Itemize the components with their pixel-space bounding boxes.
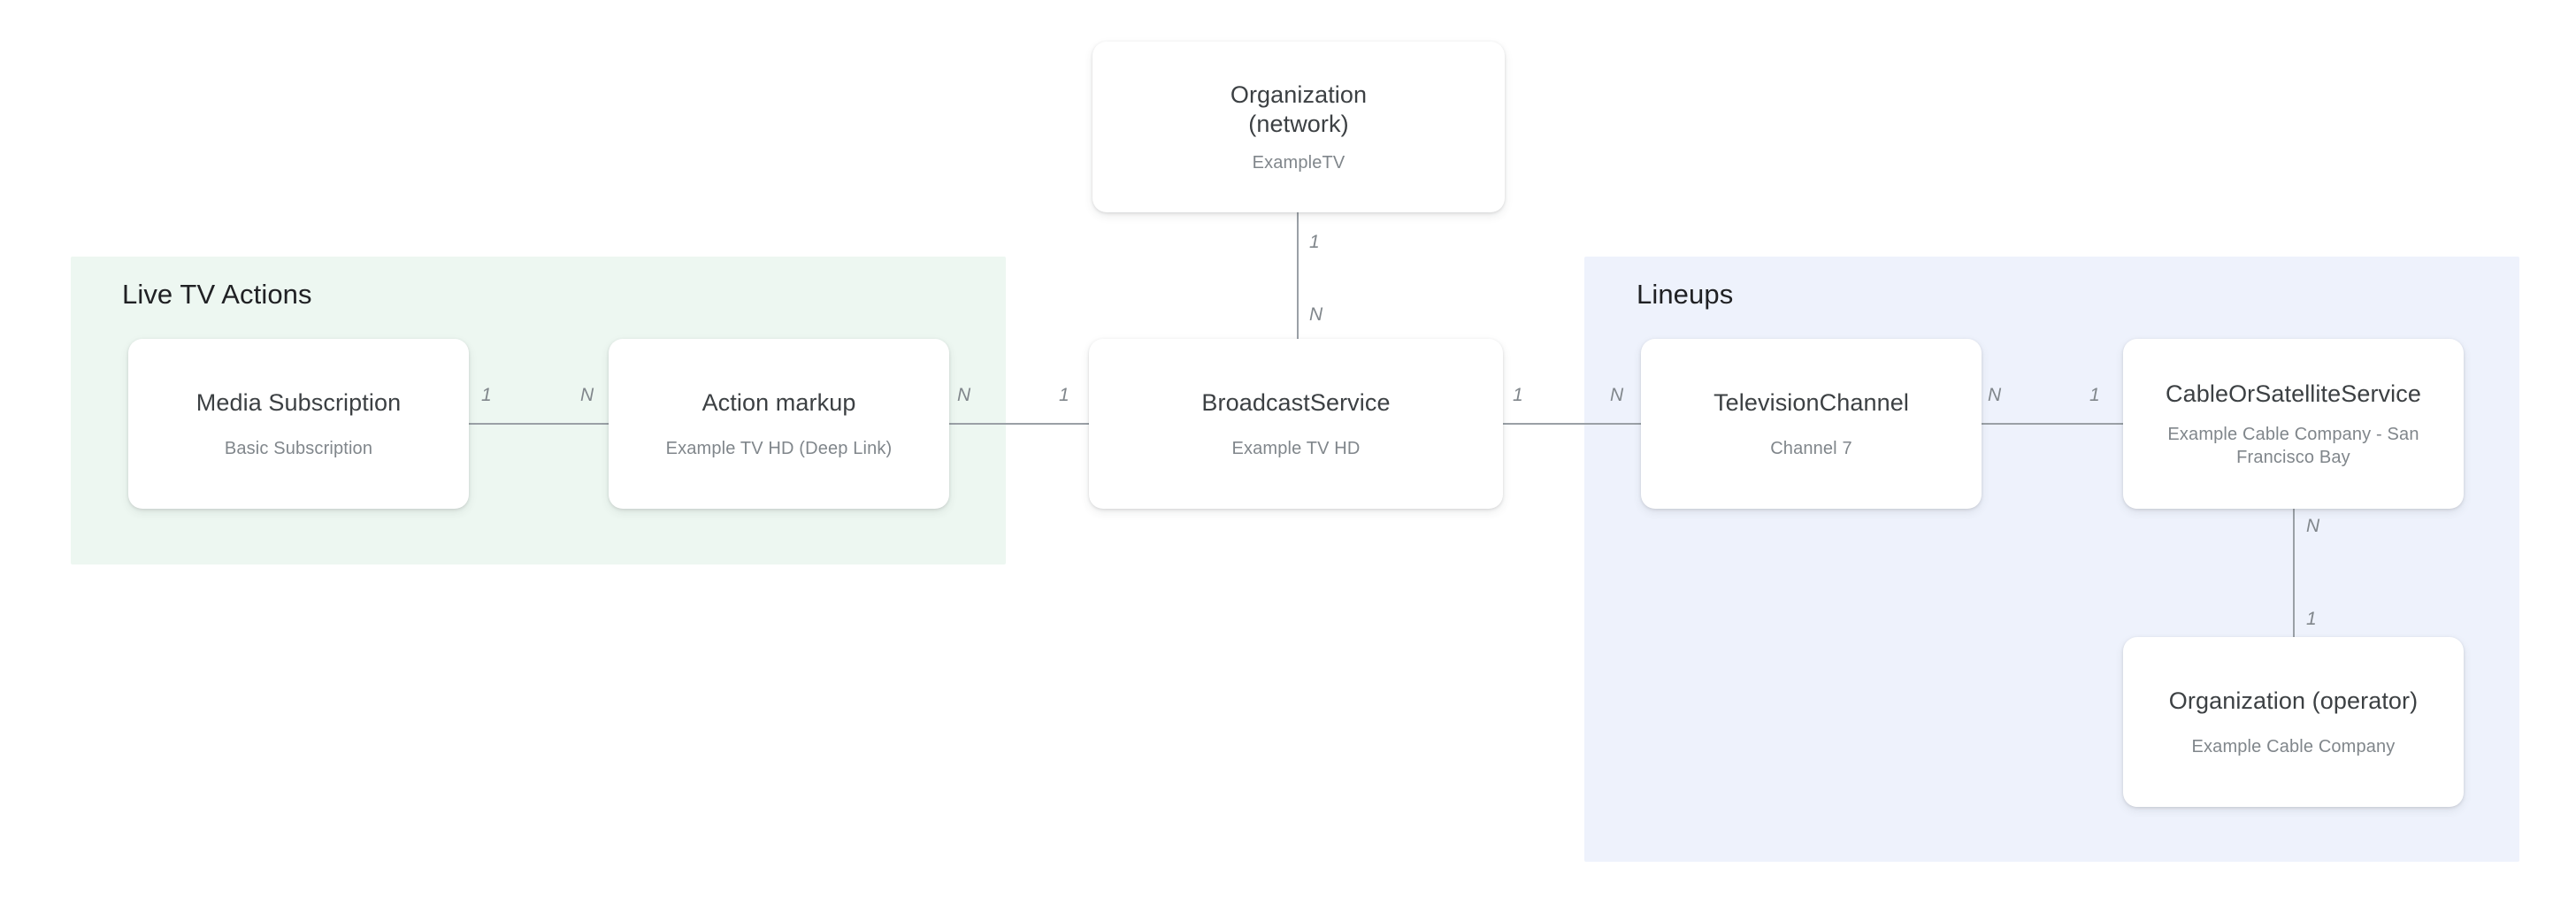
node-title-cable-or-satellite-service: CableOrSatelliteService xyxy=(2166,380,2421,407)
node-card-media-subscription[interactable]: Media Subscription Basic Subscription xyxy=(128,339,469,509)
node-title-television-channel: TelevisionChannel xyxy=(1714,388,1909,416)
node-card-broadcast-service[interactable]: BroadcastService Example TV HD xyxy=(1089,339,1503,509)
edge-multiplicity-org-operator-side: 1 xyxy=(2306,609,2317,629)
edge-line-media-subscription-to-action-markup xyxy=(467,423,619,425)
edge-multiplicity-television-channel-left-side: N xyxy=(1610,385,1624,405)
group-title-live-tv-actions: Live TV Actions xyxy=(122,279,312,310)
edge-multiplicity-television-channel-right-side: N xyxy=(1988,385,2002,405)
node-subtitle-media-subscription: Basic Subscription xyxy=(224,438,373,458)
node-subtitle-television-channel: Channel 7 xyxy=(1770,438,1852,458)
edge-multiplicity-org-network-side: 1 xyxy=(1309,232,1320,252)
node-subtitle-broadcast-service: Example TV HD xyxy=(1231,438,1361,458)
edge-multiplicity-broadcast-service-right-side: 1 xyxy=(1513,385,1523,405)
node-title-organization-network: Organization (network) xyxy=(1230,81,1367,139)
edge-multiplicity-cable-or-satellite-service-left-side: 1 xyxy=(2089,385,2100,405)
node-card-organization-operator[interactable]: Organization (operator) Example Cable Co… xyxy=(2123,637,2464,807)
node-card-television-channel[interactable]: TelevisionChannel Channel 7 xyxy=(1641,339,1982,509)
edge-line-org-network-to-broadcast-service xyxy=(1297,212,1299,341)
node-subtitle-cable-or-satellite-service: Example Cable Company - San Francisco Ba… xyxy=(2167,424,2419,467)
edge-line-cable-or-satellite-service-to-org-operator xyxy=(2293,504,2295,641)
edge-multiplicity-cable-or-satellite-service-bottom-side: N xyxy=(2306,516,2320,536)
edge-line-broadcast-service-to-television-channel xyxy=(1495,423,1652,425)
node-title-line-2: (network) xyxy=(1248,110,1349,137)
node-subtitle-action-markup: Example TV HD (Deep Link) xyxy=(665,438,893,458)
edge-line-television-channel-to-cable-or-satellite-service xyxy=(1973,423,2134,425)
node-title-media-subscription: Media Subscription xyxy=(196,388,402,416)
edge-multiplicity-action-markup-left-side: N xyxy=(580,385,594,405)
node-subtitle-organization-operator: Example Cable Company xyxy=(2191,736,2396,756)
edge-line-action-markup-to-broadcast-service xyxy=(940,423,1100,425)
node-title-action-markup: Action markup xyxy=(702,388,856,416)
node-title-organization-operator: Organization (operator) xyxy=(2168,687,2419,714)
edge-multiplicity-broadcast-service-left-side: 1 xyxy=(1059,385,1070,405)
edge-multiplicity-media-subscription-side: 1 xyxy=(481,385,492,405)
group-title-lineups: Lineups xyxy=(1637,279,1734,310)
edge-multiplicity-broadcast-service-top-side: N xyxy=(1309,304,1323,325)
node-title-line-1: Organization xyxy=(1230,81,1368,108)
node-title-broadcast-service: BroadcastService xyxy=(1201,388,1391,416)
node-card-cable-or-satellite-service[interactable]: CableOrSatelliteService Example Cable Co… xyxy=(2123,339,2464,509)
node-subtitle-organization-network: ExampleTV xyxy=(1252,152,1346,173)
node-card-organization-network[interactable]: Organization (network) ExampleTV xyxy=(1092,42,1505,212)
edge-multiplicity-action-markup-right-side: N xyxy=(957,385,971,405)
node-card-action-markup[interactable]: Action markup Example TV HD (Deep Link) xyxy=(609,339,949,509)
